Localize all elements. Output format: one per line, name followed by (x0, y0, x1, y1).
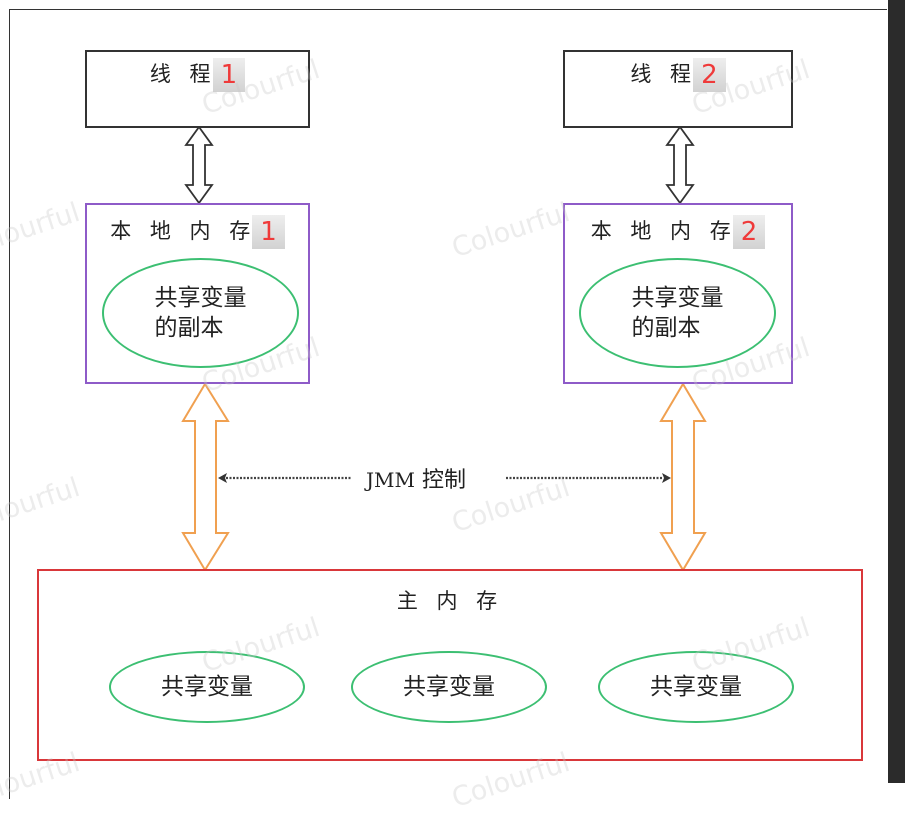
local-memory-1-number: 1 (252, 215, 285, 249)
shared-variable-3-label: 共享变量 (650, 674, 742, 700)
copy-2-line2: 的副本 (631, 315, 701, 341)
thread-2-label: 线 程 (630, 62, 698, 86)
copy-2-line1: 共享变量 (631, 285, 724, 311)
jmm-control-label: JMM 控制 (362, 462, 470, 494)
thread-1-number: 1 (212, 58, 246, 92)
shared-variable-1-label: 共享变量 (161, 674, 253, 700)
main-memory-title: 主 内 存 (396, 589, 504, 613)
shared-variable-2-ellipse: 共享变量 (351, 651, 547, 723)
diagram-frame (9, 9, 887, 799)
thread-2-number: 2 (693, 58, 726, 92)
shared-variable-3-ellipse: 共享变量 (598, 651, 794, 723)
window-edge-strip (888, 0, 905, 783)
shared-variable-copy-1-ellipse: 共享变量 的副本 (102, 258, 299, 368)
copy-1-line2: 的副本 (154, 315, 224, 341)
shared-variable-copy-2-ellipse: 共享变量 的副本 (579, 258, 776, 368)
jmm-label-latin: JMM (366, 468, 415, 492)
jmm-label-text: 控制 (421, 468, 466, 493)
local-memory-2-label: 本 地 内 存 (590, 219, 737, 243)
thread-1-label: 线 程 (149, 62, 217, 86)
copy-1-line1: 共享变量 (154, 285, 247, 311)
shared-variable-2-label: 共享变量 (403, 674, 495, 700)
local-memory-1-label: 本 地 内 存 (110, 219, 257, 243)
shared-variable-1-ellipse: 共享变量 (109, 651, 305, 723)
main-memory-box: 主 内 存 共享变量 共享变量 共享变量 (37, 569, 863, 761)
local-memory-2-number: 2 (732, 215, 766, 249)
